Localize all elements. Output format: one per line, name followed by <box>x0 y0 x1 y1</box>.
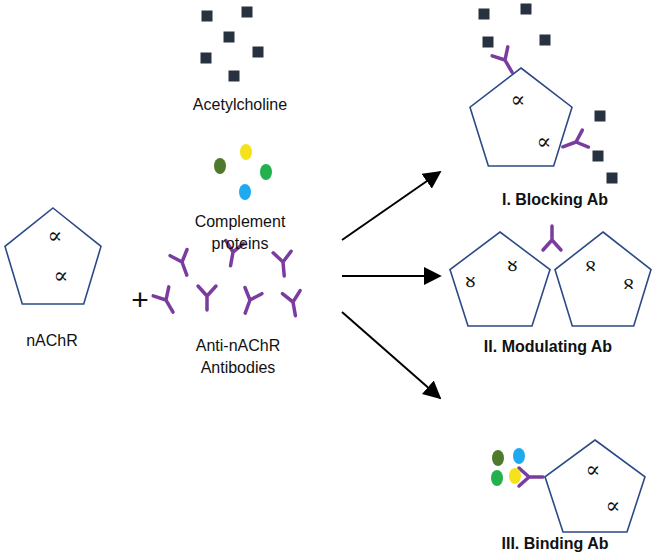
pentagon-outline <box>5 208 101 304</box>
pentagon-outline <box>545 440 645 532</box>
pentagon-outline <box>470 68 572 166</box>
receptor-pentagon: ∝∝ <box>450 232 550 326</box>
antibodies <box>153 241 304 318</box>
acetylcholine-molecules <box>201 7 264 82</box>
receptor-label: I. Blocking Ab <box>502 192 608 208</box>
pentagon-border <box>5 208 101 304</box>
receptor-pentagon: ∝∝nAChR <box>5 208 101 304</box>
pentagon-border <box>450 232 550 326</box>
alpha-subunit: ∝ <box>580 259 602 274</box>
outcome-label: II. Modulating Ab <box>458 336 638 358</box>
alpha-subunit: ∝ <box>54 265 69 287</box>
complement-proteins <box>214 144 272 200</box>
reagent-label: Acetylcholine <box>170 94 310 116</box>
reagent-label: Anti-nAChR Antibodies <box>188 335 288 378</box>
receptor-label: nAChR <box>26 333 78 349</box>
bound-antibodies <box>492 47 588 486</box>
alpha-subunit: ∝ <box>618 277 640 292</box>
pentagon-border <box>545 440 645 532</box>
alpha-subunit: ∝ <box>606 495 621 517</box>
receptor-label: III. Binding Ab <box>502 536 609 552</box>
receptor-pentagon: ∝∝III. Binding Ab <box>545 440 645 532</box>
pentagon-border <box>470 68 572 166</box>
alpha-subunit: ∝ <box>501 259 523 274</box>
pentagon-border <box>555 232 651 326</box>
receptor-pentagon: ∝∝ <box>555 232 651 326</box>
alpha-subunit: ∝ <box>586 459 601 481</box>
alpha-subunit: ∝ <box>511 89 526 111</box>
receptor-pentagon: ∝∝I. Blocking Ab <box>470 68 572 166</box>
alpha-subunit: ∝ <box>537 131 552 153</box>
plus-sign: + <box>120 280 160 321</box>
blocked-acetylcholine <box>479 4 618 184</box>
bound-complement <box>491 448 525 486</box>
reaction-arrows <box>342 172 440 398</box>
alpha-subunit: ∝ <box>48 225 63 247</box>
reagent-label: Complement proteins <box>190 211 290 254</box>
alpha-subunit: ∝ <box>459 275 481 290</box>
